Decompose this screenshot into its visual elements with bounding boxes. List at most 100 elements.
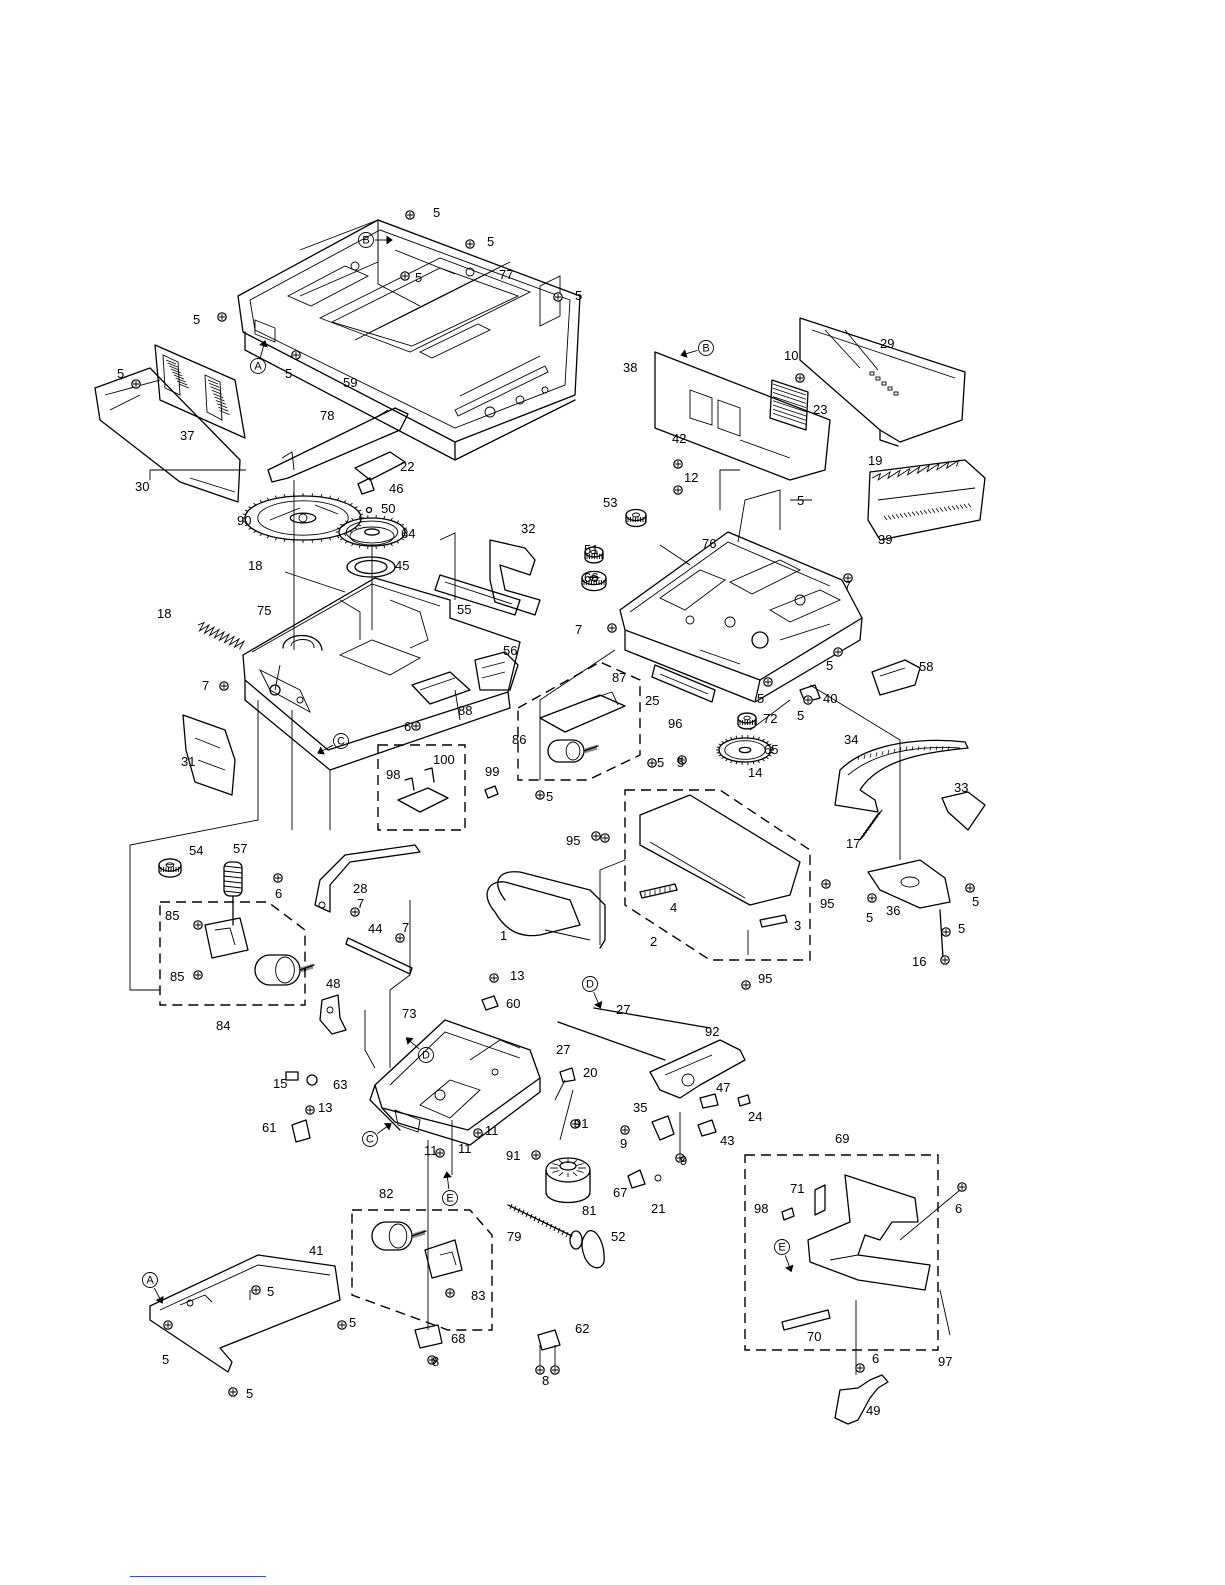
part-label-7: 7 [575,622,582,637]
pcb-assembly-69 [744,1154,939,1351]
part-label-59: 59 [343,375,357,390]
marker-label-E: E [778,1242,785,1254]
part-label-60: 60 [506,996,520,1011]
part-label-91: 91 [506,1148,520,1163]
part-label-8: 8 [542,1373,549,1388]
rear-plate-29 [799,317,966,447]
gears-72-65 [716,712,774,765]
part-label-61: 61 [262,1120,276,1135]
part-label-5: 5 [117,366,124,381]
part-label-5: 5 [575,288,582,303]
part-label-6: 6 [955,1201,962,1216]
part-label-36: 36 [886,903,900,918]
part-label-97: 97 [938,1354,952,1369]
part-60 [481,995,499,1011]
part-label-78: 78 [320,408,334,423]
chassis-frame-77 [237,219,581,461]
marker-circle-B [358,232,374,248]
lower-mechanism-73 [369,1019,541,1146]
detector-58 [871,659,921,696]
marker-label-A: A [146,1275,154,1287]
marker-label-A: A [254,361,262,373]
part-label-5: 5 [797,493,804,508]
arrow-head [155,1295,164,1304]
part-label-95: 95 [820,896,834,911]
part-label-15: 15 [273,1076,287,1091]
part-label-6: 6 [275,886,282,901]
marker-circle-C [362,1131,378,1147]
motor-assembly-82 [351,1209,493,1331]
part-label-41: 41 [309,1243,323,1258]
part-label-69: 69 [835,1131,849,1146]
marker-label-B: B [362,235,369,247]
part-label-91: 91 [574,1116,588,1131]
part-label-55: 55 [457,602,471,617]
part-label-19: 19 [868,453,882,468]
arrow-head [443,1171,452,1179]
part-label-3: 3 [794,918,801,933]
marker-label-B: B [702,343,709,355]
marker-label-C: C [337,736,345,748]
motor-assembly-84 [159,901,315,1006]
spring-shape [197,621,246,650]
part-label-53: 53 [603,495,617,510]
part-35 [651,1115,675,1141]
part-label-7: 7 [202,678,209,693]
part-label-68: 68 [451,1331,465,1346]
footer-link-line [130,1576,266,1577]
strip-44 [345,937,413,975]
marker-arrow [685,350,698,355]
part-label-88: 88 [458,703,472,718]
part-label-9: 9 [620,1136,627,1151]
marker-arrow [376,1126,388,1135]
part-label-25: 25 [645,693,659,708]
part-label-9: 9 [680,1153,687,1168]
marker-circle-E [774,1239,790,1255]
part-label-100: 100 [433,752,455,767]
bracket-49 [834,1374,889,1425]
part-label-17: 17 [846,836,860,851]
part-label-24: 24 [748,1109,762,1124]
part-label-96: 96 [668,716,682,731]
part-label-43: 43 [720,1133,734,1148]
part-label-98: 98 [754,1201,768,1216]
part-label-5: 5 [797,708,804,723]
marker-circle-A [142,1272,158,1288]
shaft-16 [939,909,944,959]
spring-17 [858,809,883,841]
marker-arrow [259,345,265,358]
gear-54 [158,858,182,878]
part-label-5: 5 [267,1284,274,1299]
part-label-95: 95 [758,971,772,986]
marker-arrow [784,1255,790,1267]
arrow-head [383,1123,392,1131]
springs-18 [197,571,346,650]
part-label-51: 51 [584,542,598,557]
base-plate-36 [867,859,951,909]
part-label-5: 5 [433,205,440,220]
part-label-5: 5 [349,1315,356,1330]
part-label-73: 73 [402,1006,416,1021]
holder-88 [411,671,471,705]
motor-assembly-86 [517,661,641,781]
part-label-5: 5 [958,921,965,936]
part-label-50: 50 [381,501,395,516]
part-label-5: 5 [677,755,684,770]
part-label-18: 18 [157,606,171,621]
part-label-81: 81 [582,1203,596,1218]
part-label-30: 30 [135,479,149,494]
arrow-head [317,746,325,755]
connector-3 [759,914,788,928]
screws [131,210,975,1397]
part-label-5: 5 [487,234,494,249]
part-label-5: 5 [972,894,979,909]
part-label-18: 18 [248,558,262,573]
part-label-7: 7 [844,578,851,593]
part-label-4: 4 [670,900,677,915]
part-68 [414,1324,443,1349]
bottom-frame-41 [149,1254,341,1373]
part-label-62: 62 [575,1321,589,1336]
part-label-83: 83 [471,1288,485,1303]
marker-circle-D [582,976,598,992]
